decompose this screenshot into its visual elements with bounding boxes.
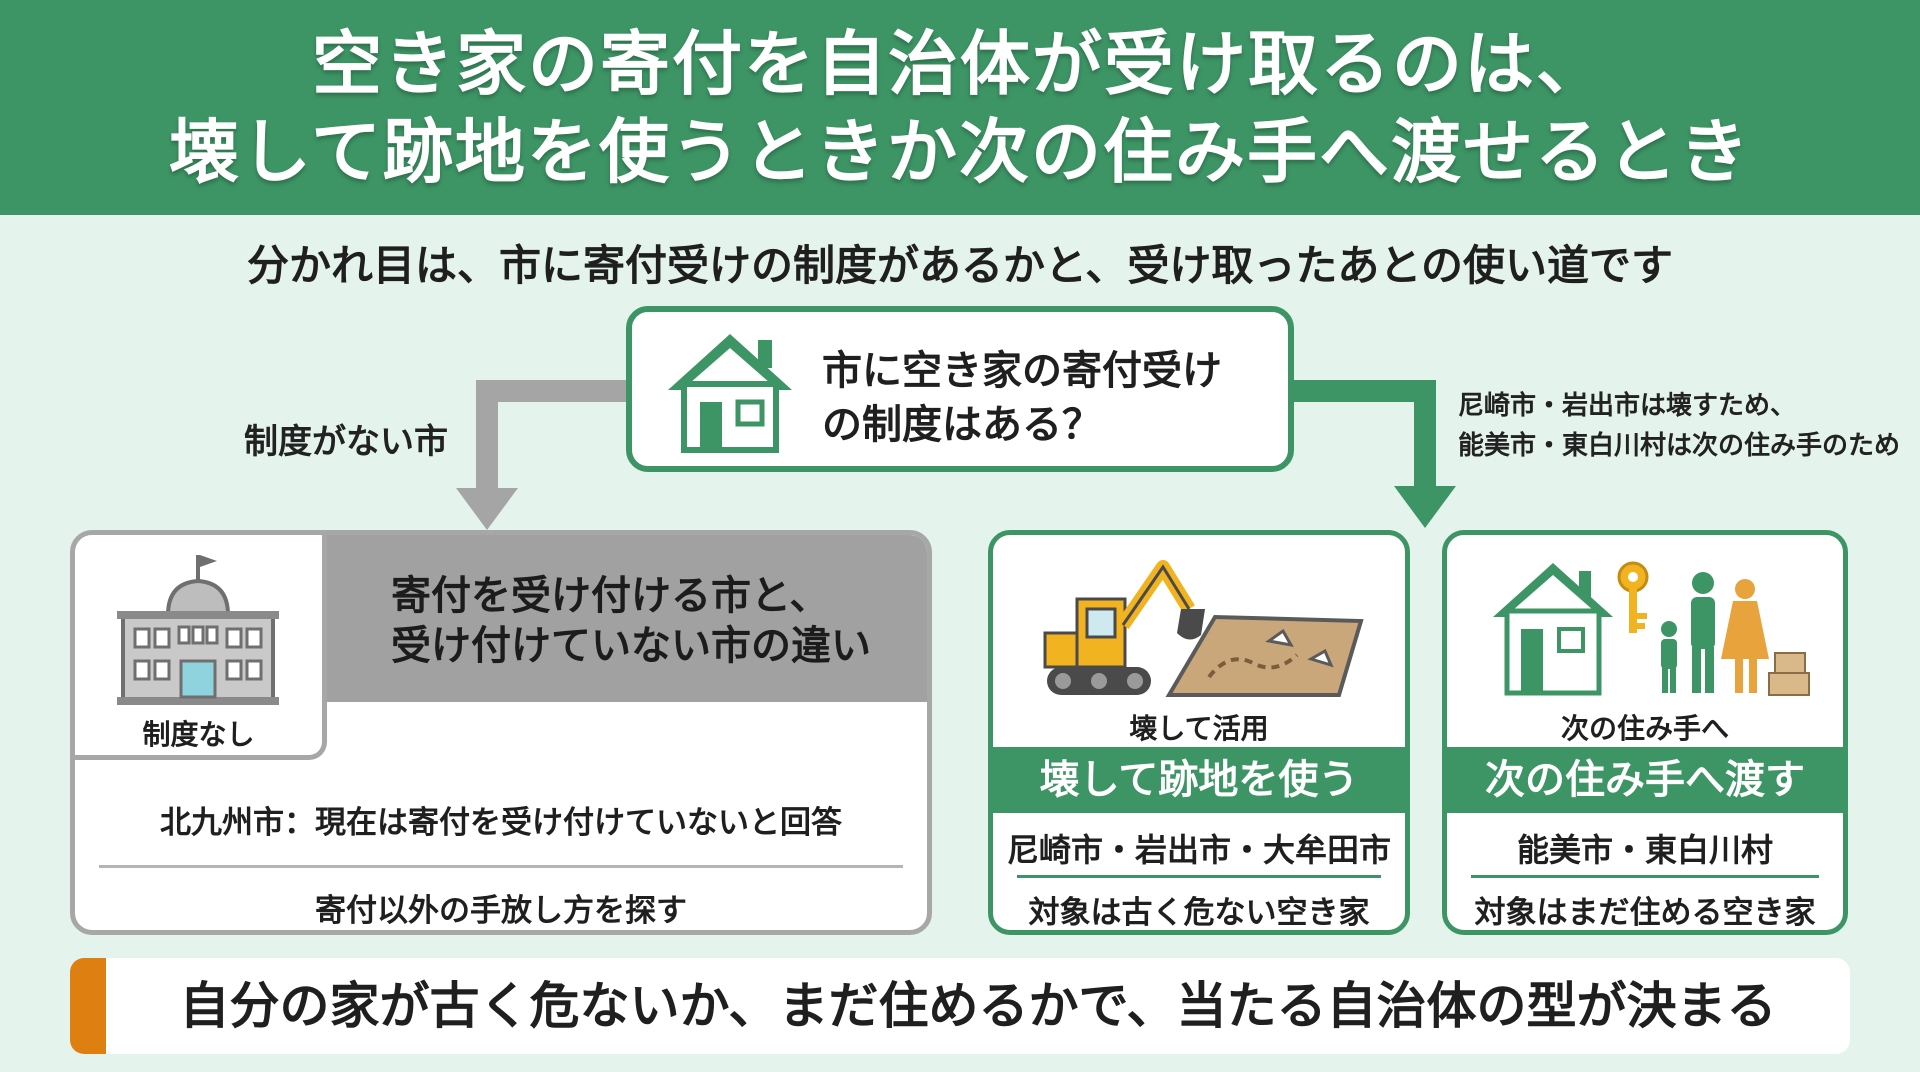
demolish-card: 壊して活用 壊して跡地を使う 尼崎市・岩出市・大牟田市 対象は古く危ない空き家 (988, 530, 1410, 935)
branch-no-label: 制度がない市 (244, 422, 448, 462)
excavator-icon (1043, 560, 1364, 697)
no-system-title-line-2: 受け付けていない市の違い (391, 623, 871, 669)
no-system-panel: 寄付を受け付ける市と、 受け付けていない市の違い (70, 530, 932, 935)
next-resident-cities: 能美市・東白川村 (1516, 831, 1773, 869)
demolish-target: 対象は古く危ない空き家 (1028, 895, 1370, 931)
next-resident-caption: 次の住み手へ (1560, 712, 1729, 745)
next-resident-card: 次の住み手へ 次の住み手へ渡す 能美市・東白川村 対象はまだ住める空き家 (1442, 530, 1848, 935)
kitakyushu-answer: 北九州市：現在は寄付を受け付けていないと回答 (160, 805, 842, 841)
no-system-title-line-1: 寄付を受け付ける市と、 (391, 573, 830, 619)
demolish-title: 壊して跡地を使う (993, 747, 1405, 813)
next-resident-target: 対象はまだ住める空き家 (1474, 895, 1816, 931)
title-line-1: 空き家の寄付を自治体が受け取るのは、 (312, 22, 1608, 105)
arrow-yes-branch (1294, 380, 1456, 528)
next-resident-title: 次の住み手へ渡す (1447, 747, 1843, 813)
no-system-panel-title: 寄付を受け付ける市と、 受け付けていない市の違い (391, 571, 871, 671)
title-line-2: 壊して跡地を使うときか次の住み手へ渡せるとき (169, 110, 1751, 193)
no-system-icon-caption: 制度なし (142, 718, 255, 751)
accent-stripe (70, 958, 106, 1054)
question-box: 市に空き家の寄付受け の制度はある？ (626, 306, 1294, 472)
branch-yes-label: 尼崎市・岩出市は壊すため、 能美市・東白川村は次の住み手のため (1458, 386, 1900, 466)
header-banner: 空き家の寄付を自治体が受け取るのは、 壊して跡地を使うときか次の住み手へ渡せると… (0, 0, 1920, 215)
divider (99, 865, 903, 868)
branch-yes-line-1: 尼崎市・岩出市は壊すため、 (1458, 391, 1797, 421)
subtitle: 分かれ目は、市に寄付受けの制度があるかと、受け取ったあとの使い道です (247, 241, 1673, 290)
question-line-2: の制度はある？ (822, 402, 1102, 448)
city-hall-icon (117, 555, 279, 705)
divider (1017, 875, 1381, 878)
question-line-1: 市に空き家の寄付受け (822, 348, 1222, 394)
divider (1471, 875, 1819, 878)
arrow-no-branch (456, 380, 626, 530)
branch-yes-line-2: 能美市・東白川村は次の住み手のため (1458, 431, 1901, 461)
demolish-cities: 尼崎市・岩出市・大牟田市 (1006, 831, 1391, 869)
house-icon (668, 334, 792, 453)
question-text: 市に空き家の寄付受け の制度はある？ (822, 344, 1222, 452)
family-house-key-icon (1493, 561, 1810, 696)
no-system-icon-card: 制度なし (75, 535, 327, 760)
conclusion-text: 自分の家が古く危ないか、まだ住めるかで、当たる自治体の型が決まる (179, 977, 1777, 1035)
demolish-caption: 壊して活用 (1129, 712, 1269, 745)
conclusion-bar: 自分の家が古く危ないか、まだ住めるかで、当たる自治体の型が決まる (70, 958, 1850, 1054)
alternative-disposal: 寄付以外の手放し方を探す (315, 893, 687, 929)
